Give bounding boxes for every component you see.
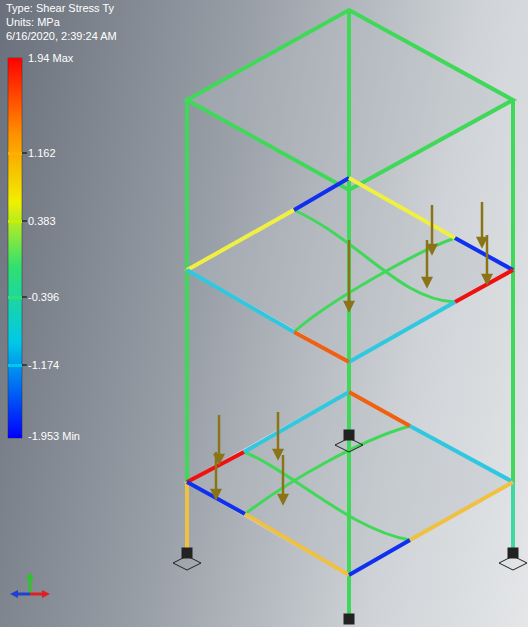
axis-triad bbox=[10, 572, 50, 598]
legend-swatch bbox=[8, 58, 22, 61]
load-arrows bbox=[212, 202, 491, 503]
color-bar-ticks bbox=[22, 153, 27, 365]
legend-value: 1.162 bbox=[28, 147, 56, 160]
legend-value: -0.396 bbox=[28, 291, 59, 304]
middle-beams bbox=[187, 178, 513, 362]
color-bar bbox=[8, 58, 22, 438]
legend-value: 0.383 bbox=[28, 215, 56, 228]
legend-swatch bbox=[8, 152, 22, 155]
legend-swatch bbox=[8, 220, 22, 223]
legend-value: 1.94 Max bbox=[28, 52, 73, 65]
legend-swatch bbox=[8, 435, 22, 438]
legend-swatch bbox=[8, 296, 22, 299]
legend-value: -1.953 Min bbox=[28, 430, 80, 443]
top-beams bbox=[187, 10, 513, 190]
legend-swatch bbox=[8, 364, 22, 367]
header-text: Type: Shear Stress Ty bbox=[6, 2, 114, 15]
bottom-beams bbox=[187, 392, 513, 575]
fixed-supports bbox=[173, 430, 527, 624]
header-text: Units: MPa bbox=[6, 16, 60, 29]
columns bbox=[187, 10, 513, 615]
legend-value: -1.174 bbox=[28, 359, 59, 372]
header-text: 6/16/2020, 2:39:24 AM bbox=[6, 30, 117, 43]
